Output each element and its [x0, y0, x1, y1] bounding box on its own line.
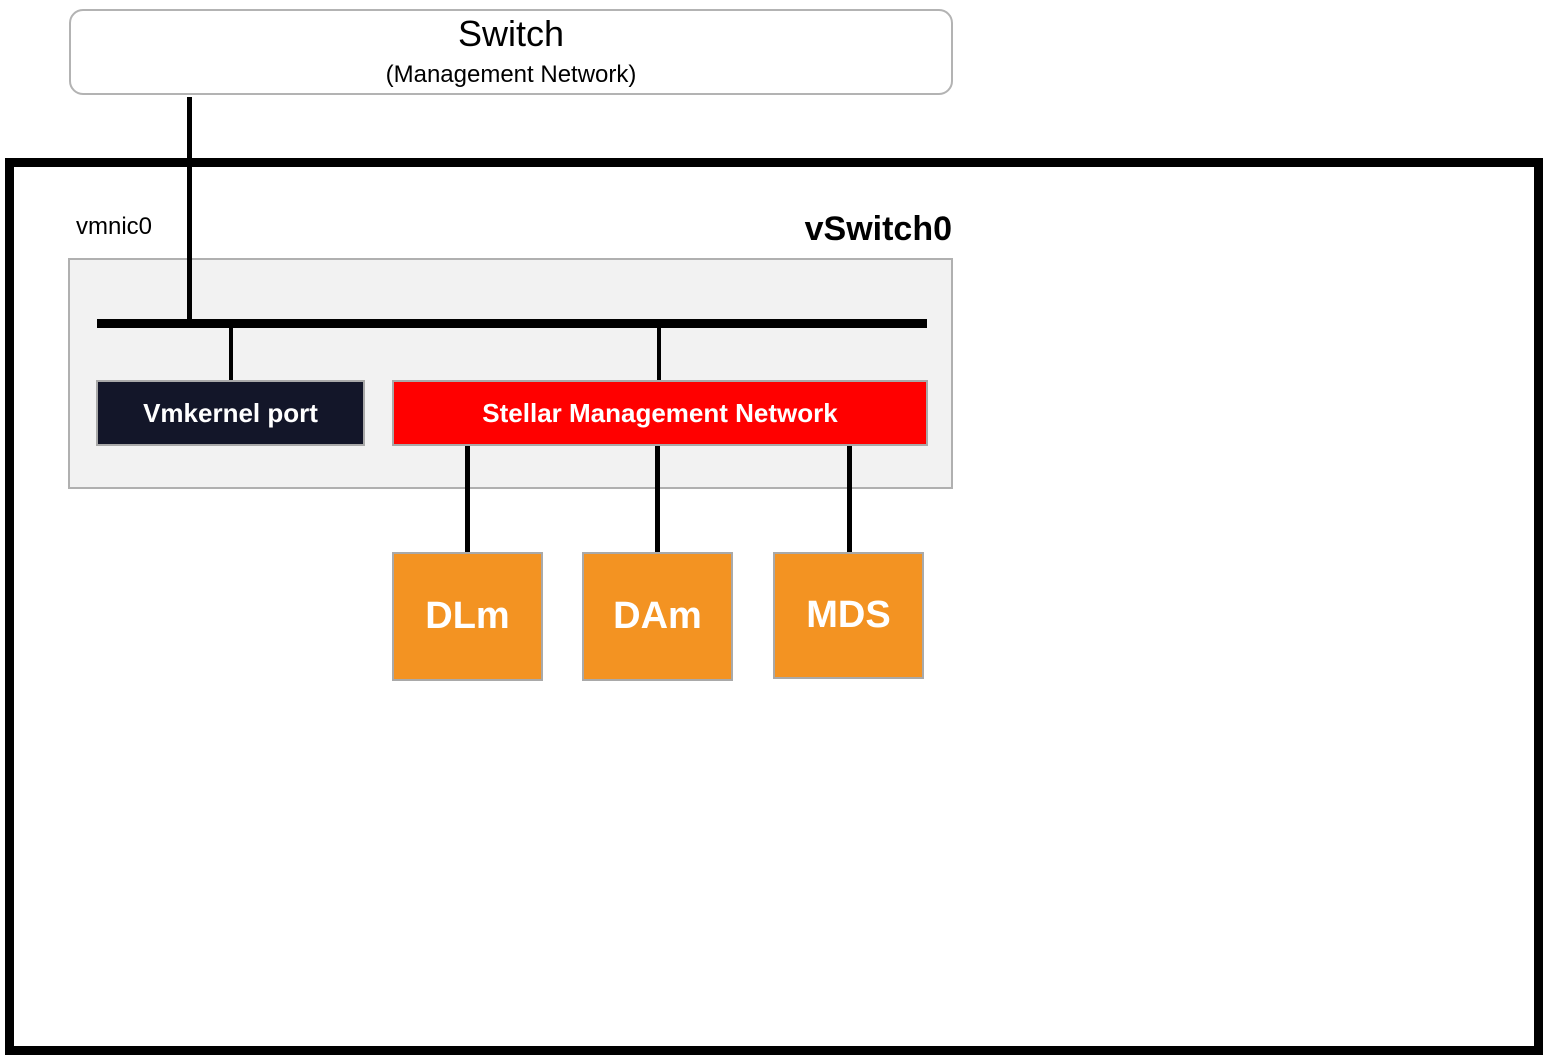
- vm-dlm-label: DLm: [425, 595, 510, 637]
- stellar-management-network-label: Stellar Management Network: [482, 397, 838, 428]
- vmkernel-connector: [229, 326, 233, 382]
- vm-mds-label: MDS: [806, 594, 891, 636]
- physical-switch-box: [69, 9, 953, 95]
- management-network-connector: [657, 326, 661, 382]
- switch-title: Switch: [457, 13, 565, 54]
- vmnic-label: vmnic0: [76, 213, 153, 240]
- vswitch-box: [68, 258, 953, 489]
- uplink-connector: [187, 97, 192, 323]
- vswitch-bus: [97, 319, 927, 328]
- vm-dlm-box: DLm: [392, 552, 543, 681]
- vmkernel-port-box: Vmkernel port: [96, 380, 365, 446]
- vm-dam-label: DAm: [613, 595, 702, 637]
- vswitch-label: vSwitch0: [804, 210, 952, 248]
- vm-dam-box: DAm: [582, 552, 733, 681]
- dlm-connector: [465, 445, 470, 553]
- switch-subtitle: (Management Network): [385, 61, 637, 88]
- stellar-management-network-box: Stellar Management Network: [392, 380, 928, 446]
- vm-mds-box: MDS: [773, 552, 924, 679]
- dam-connector: [655, 445, 660, 553]
- vmkernel-port-label: Vmkernel port: [143, 397, 318, 428]
- esxi-host-frame: [5, 158, 1543, 1055]
- mds-connector: [847, 445, 852, 553]
